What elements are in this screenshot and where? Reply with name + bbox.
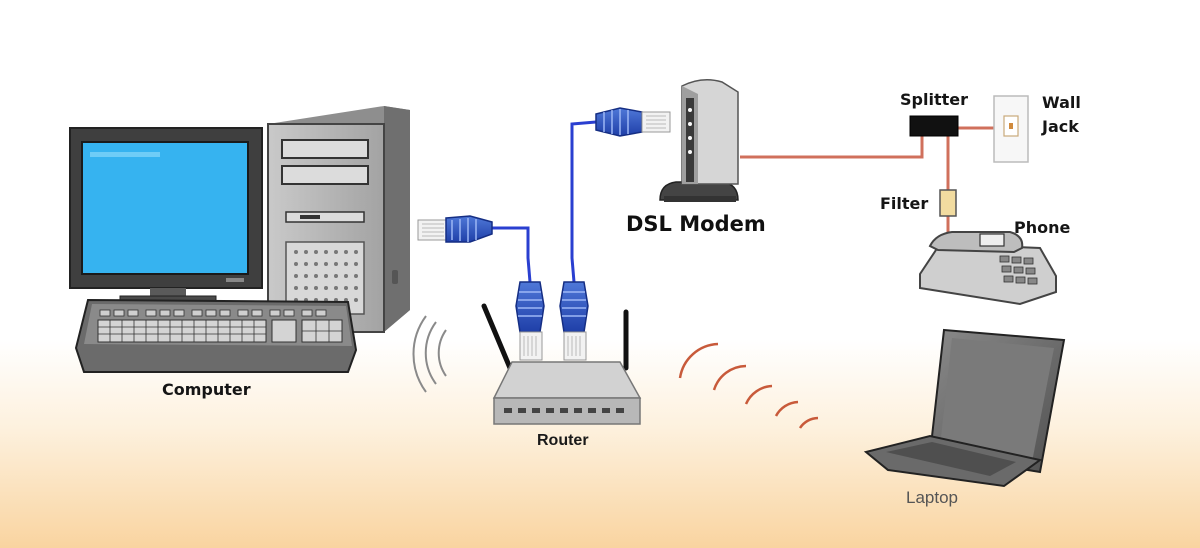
laptop [863, 328, 1066, 488]
dsl-modem-label: DSL Modem [626, 212, 766, 236]
dsl-modem [659, 79, 739, 202]
ethernet-plug-router-right [559, 281, 589, 361]
modem-to-splitter-line [740, 136, 924, 159]
splitter-label: Splitter [900, 90, 968, 109]
ethernet-plug-modem [595, 107, 671, 137]
computer-label: Computer [162, 380, 251, 399]
computer-monitor [69, 127, 263, 305]
computer [69, 106, 410, 373]
router-antenna-left [481, 303, 513, 371]
laptop-label: Laptop [906, 488, 958, 507]
wall-jack-label-line1: Wall [1042, 93, 1081, 112]
computer-keyboard [74, 298, 358, 373]
ethernet-cable-modem-router [570, 120, 597, 283]
splitter-device [909, 115, 959, 137]
phone-label: Phone [1014, 218, 1071, 237]
laptop-wifi-signal-icon [678, 342, 819, 429]
network-cables [492, 120, 597, 283]
filter-label: Filter [880, 194, 929, 213]
ethernet-cable-computer-router [492, 226, 532, 283]
wall-jack-label-line2: Jack [1042, 117, 1079, 136]
computer-tower [267, 106, 410, 333]
phone-lines [740, 126, 1002, 244]
filter-device [939, 189, 957, 217]
router-label: Router [537, 432, 589, 449]
wall-jack [993, 95, 1029, 163]
ethernet-plug-computer [417, 215, 493, 243]
ethernet-plug-router-left [515, 281, 545, 361]
router [481, 303, 642, 425]
router-wifi-signal-icon [412, 315, 447, 393]
phone-device [919, 231, 1057, 306]
